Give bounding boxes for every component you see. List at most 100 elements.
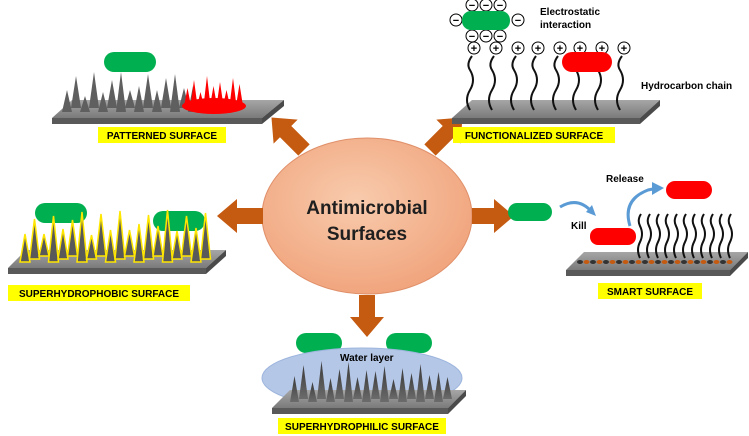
spike: [434, 372, 443, 402]
yellow-spike: [76, 211, 88, 263]
surface-molecule: [642, 260, 648, 264]
surface-molecule: [590, 260, 596, 264]
responsive-chains: [577, 213, 733, 264]
yellow-spike: [85, 234, 98, 260]
surface-molecule: [661, 260, 668, 264]
spike: [71, 76, 81, 108]
chain: [552, 55, 560, 111]
yellow-spike: [104, 229, 117, 263]
spike: [290, 376, 299, 402]
svg-text:−: −: [497, 0, 503, 12]
chain: [488, 55, 496, 111]
yellow-spike: [47, 215, 60, 263]
chain: [664, 213, 670, 259]
red-damaged-bacterium: [182, 76, 246, 114]
surface-molecule: [681, 260, 687, 264]
red-spike: [223, 90, 230, 106]
arrow-up-left: [271, 117, 310, 156]
superhydrophobic-surface-panel: SUPERHYDROPHOBIC SURFACE: [8, 203, 226, 301]
spike: [107, 80, 117, 108]
release-label: Release: [606, 174, 644, 185]
patterned-surface-label: PATTERNED SURFACE: [107, 131, 218, 142]
positive-charge-sign: +: [599, 43, 605, 55]
spike: [170, 74, 180, 112]
yellow-spike: [171, 230, 183, 260]
hydrocarbon-chain-label: Hydrocarbon chain: [641, 81, 732, 92]
chain: [709, 213, 715, 259]
center-title-line1: Antimicrobial: [306, 198, 427, 219]
surface-molecule: [674, 260, 681, 264]
surface-molecule: [694, 260, 700, 264]
surface-molecule: [603, 260, 609, 264]
svg-text:−: −: [515, 15, 521, 27]
surface-molecule: [622, 260, 629, 264]
bacterium-green: [462, 11, 510, 30]
yellow-spike: [114, 210, 126, 260]
spike: [344, 362, 353, 402]
spike: [80, 96, 90, 112]
spike: [389, 379, 398, 399]
kill-arrow: [559, 201, 594, 214]
surface-molecule: [726, 260, 733, 264]
yellow-spike: [57, 228, 69, 260]
spike: [299, 365, 308, 399]
release-arrow: [626, 186, 659, 227]
label-background: [598, 283, 702, 299]
yellow-spike: [180, 215, 193, 257]
yellow-spike: [66, 219, 79, 257]
yellow-spike: [161, 209, 174, 263]
red-spike: [190, 80, 198, 106]
surface-molecule: [707, 260, 713, 264]
superhydrophilic-surface-panel: Water layer SUPERHYDROPHILIC SURFACE: [261, 333, 466, 434]
spike: [98, 92, 108, 112]
red-spike: [210, 86, 217, 106]
positive-charge: [489, 41, 503, 55]
center-node: Antimicrobial Surfaces: [261, 137, 473, 295]
surface-molecule: [609, 260, 616, 264]
bacterium-green: [508, 203, 552, 221]
spike: [143, 74, 153, 108]
label-background: [98, 127, 226, 143]
spike: [335, 369, 344, 399]
spike: [161, 78, 171, 108]
superhydrophilic-surface-label: SUPERHYDROPHILIC SURFACE: [285, 422, 439, 433]
bacterium-red: [562, 52, 612, 72]
electrostatic-label-line2: interaction: [540, 20, 591, 31]
bacterium-green: [296, 333, 342, 353]
hydrocarbon-chains: ++++++++: [466, 41, 631, 111]
surface-molecule: [596, 260, 603, 264]
yellow-spike: [142, 214, 155, 260]
yellow-spike: [190, 227, 202, 263]
yellow-spike: [152, 225, 164, 257]
center-title-line2: Surfaces: [327, 224, 407, 245]
spike-pattern: [62, 72, 198, 112]
spike: [317, 361, 326, 399]
arrow-left: [217, 199, 263, 233]
positive-charge-sign: +: [577, 43, 583, 55]
kill-label: Kill: [571, 221, 587, 232]
yellow-spike: [199, 212, 212, 260]
red-spike: [184, 88, 191, 106]
chain: [530, 55, 538, 111]
yellow-spike-pattern: [19, 209, 212, 263]
red-spike: [229, 78, 237, 106]
chain: [637, 213, 643, 259]
spike-pattern: [290, 361, 452, 402]
positive-charge-sign: +: [471, 43, 477, 55]
chain: [646, 213, 652, 259]
spike: [398, 368, 407, 402]
surface-molecule: [635, 260, 642, 264]
chain: [655, 213, 661, 259]
bacterium-red: [590, 228, 636, 245]
bacterium-green: [153, 211, 205, 231]
spike: [353, 377, 362, 399]
spike: [380, 366, 389, 402]
label-background: [8, 285, 190, 301]
red-spike: [197, 92, 204, 106]
surface-molecule: [713, 260, 720, 264]
red-spike: [216, 82, 224, 106]
spike: [89, 72, 99, 108]
chain: [682, 213, 688, 259]
surface-molecule: [668, 260, 674, 264]
